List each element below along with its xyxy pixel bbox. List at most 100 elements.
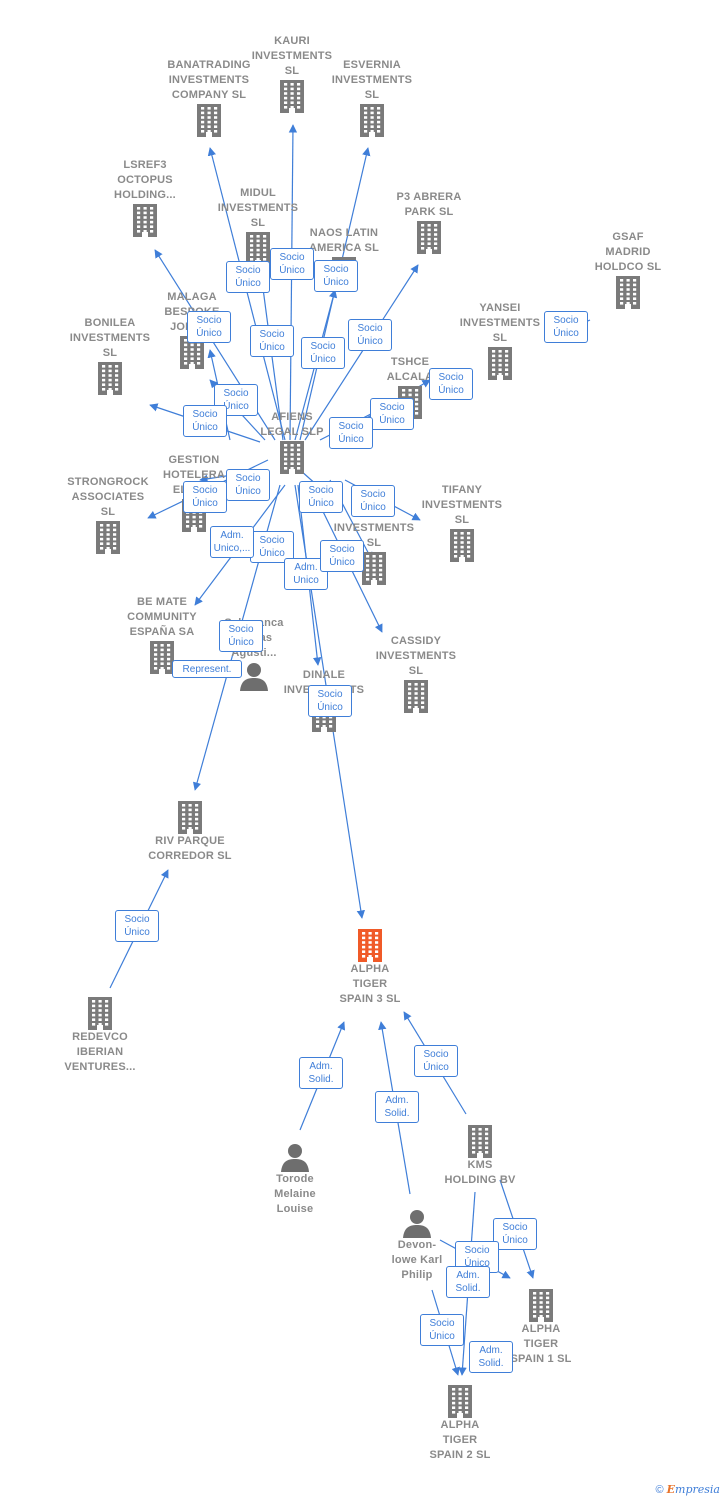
building-icon <box>360 104 384 137</box>
badge-text: Socio <box>124 914 150 925</box>
badge-text: Adm. <box>220 530 244 541</box>
node-label-line: SPAIN 3 SL <box>339 993 401 1005</box>
building-icon <box>404 680 428 713</box>
node-label-line: Torode <box>276 1173 314 1185</box>
node-label-line: BANATRADING <box>167 59 251 71</box>
relation-badge[interactable]: Adm.Unico <box>284 558 328 590</box>
building-icon <box>96 521 120 554</box>
node-label-line: INVESTMENTS <box>251 50 333 62</box>
node-label-line: HOLDING BV <box>444 1174 516 1186</box>
badge-text: Socio <box>196 315 222 326</box>
building-icon <box>488 347 512 380</box>
badge-text: Socio <box>235 265 261 276</box>
node-label-line: MALAGA <box>167 291 217 303</box>
node-label: KMS HOLDING BV <box>425 1158 535 1188</box>
badge-text: Socio <box>379 402 405 413</box>
badge-text: Socio <box>360 489 386 500</box>
node-label-line: GSAF <box>612 231 644 243</box>
relation-badge[interactable]: Adm.Solid. <box>446 1266 490 1298</box>
copyright-symbol: © <box>655 1484 664 1496</box>
relation-badge[interactable]: Adm.Solid. <box>299 1057 343 1089</box>
building-icon <box>362 552 386 585</box>
node-label-line: PARK SL <box>404 206 454 218</box>
badge-text: Solid. <box>478 1358 504 1369</box>
person-icon <box>240 663 268 691</box>
node-label-line: YANSEI <box>479 302 521 314</box>
node-label-line: TSHCE <box>390 356 430 368</box>
badge-text: Único <box>429 1331 455 1342</box>
relation-badge[interactable]: Adm. Solid. <box>469 1341 513 1373</box>
badge-text: Único <box>310 354 336 365</box>
node-kms[interactable]: KMS HOLDING BV <box>425 1124 535 1188</box>
relation-badge[interactable]: Represent. <box>172 660 242 678</box>
building-icon <box>417 221 441 254</box>
node-label-line: ALPHA <box>440 1419 480 1431</box>
empresia-credit[interactable]: © Empresia <box>655 1483 720 1496</box>
relation-badge[interactable]: Adm.Solid. <box>375 1091 419 1123</box>
badge-text: Único <box>279 265 305 276</box>
badge-text: Socio <box>323 264 349 275</box>
relation-badge[interactable]: Adm.Unico,... <box>210 526 254 558</box>
building-icon <box>448 1385 472 1418</box>
node-label-line: MADRID <box>605 246 651 258</box>
badge-text: Único <box>423 1062 449 1073</box>
person-icon <box>403 1210 431 1238</box>
node-label-line: SL <box>100 506 116 518</box>
building-icon <box>178 801 202 834</box>
node-label-line: GESTION <box>168 454 220 466</box>
badge-text: Adm. <box>479 1345 503 1356</box>
badge-text: Socio <box>259 329 285 340</box>
node-label-line: KMS <box>467 1159 493 1171</box>
